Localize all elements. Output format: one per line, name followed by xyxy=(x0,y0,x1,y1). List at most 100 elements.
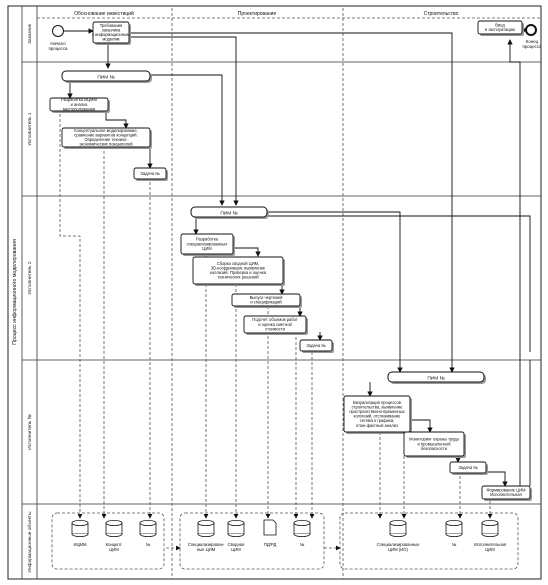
database-icon xyxy=(197,520,215,537)
database-icon xyxy=(293,520,311,537)
task-label-line: Сборка сводной ЦИМ, xyxy=(217,261,259,266)
task-label-line: Формирование ЦИМ xyxy=(486,488,526,493)
info-object-label: ИЦММ xyxy=(73,542,87,547)
plan-pim-3: ПИМ № xyxy=(387,371,486,384)
lane-label-performer-n: Исполнитель № xyxy=(27,414,33,450)
task-label-line: Ввод xyxy=(495,23,505,28)
phase-investment: Обоснование инвестиций xyxy=(74,10,134,17)
info-object-label: ные ЦИМ xyxy=(197,547,216,552)
task-label-line: Определение технико- xyxy=(84,137,128,142)
task-label-line: специализированных xyxy=(187,241,228,246)
phase-construction: Строительство xyxy=(424,11,459,17)
task-label-line: и оценка сметной xyxy=(258,322,292,327)
lane-label-customer: Заказчик xyxy=(27,23,33,44)
task-label-line: заказчика xyxy=(102,28,121,33)
task-task-n2: Задача № xyxy=(299,339,334,353)
task-box xyxy=(449,461,487,474)
database-icon xyxy=(71,520,89,537)
task-label-line: Выпуск чертежей xyxy=(250,295,283,300)
database-icon xyxy=(389,520,407,537)
task-box xyxy=(92,21,130,44)
task-box xyxy=(49,97,109,112)
info-object-label: Исполнительная xyxy=(474,542,506,547)
task-label-line: моделям xyxy=(103,37,120,42)
task-box xyxy=(403,431,465,457)
plan-pim-2: ПИМ № xyxy=(190,206,269,219)
info-object-label: ПД/РД xyxy=(264,542,277,547)
task-box xyxy=(61,127,151,148)
task-label-line: местоположения xyxy=(63,106,95,111)
info-object-n2: № xyxy=(293,520,311,547)
pool-title: Процесс информационного моделирования xyxy=(12,239,18,345)
info-object-label: Сводная xyxy=(228,542,245,547)
info-group-design xyxy=(179,512,325,570)
info-object-label: ЦИМ (ИО) xyxy=(388,547,408,552)
task-label-line: строительства, выявление xyxy=(352,404,403,409)
database-icon xyxy=(227,520,245,537)
task-label-line: сетевого графика; xyxy=(360,418,395,423)
task-label-line: пространственно-временных xyxy=(349,409,404,414)
info-object-pdrd: ПД/РД xyxy=(263,519,277,547)
task-box xyxy=(299,339,333,352)
task-label-line: коллизий. Проверка и оценка xyxy=(210,270,267,275)
info-object-label: Специализирован- xyxy=(188,542,225,547)
info-object-label: ЦИМ xyxy=(485,547,495,552)
task-label-line: Исполнительная xyxy=(490,492,522,497)
database-icon xyxy=(481,520,499,537)
task-label-line: Задача № xyxy=(140,171,160,176)
task-label-line: и промышленной xyxy=(418,441,451,446)
task-label-line: экономических показателей xyxy=(79,142,132,147)
task-box xyxy=(477,20,523,35)
info-object-spec1: Специализирован-ные ЦИМ xyxy=(188,520,225,552)
task-label-line: Разработка ИЦММ xyxy=(61,97,97,102)
task-task-n1: Задача № xyxy=(133,167,168,181)
task-label-line: план-фактный анализ xyxy=(356,423,398,428)
lane-label-info-objects: Информационные объекты xyxy=(27,511,33,572)
task-concept: Концептуальное моделирование,сравнение в… xyxy=(61,127,152,149)
task-box xyxy=(133,167,167,180)
task-label-line: ЦИМ xyxy=(202,246,212,251)
task-label-line: безопасности xyxy=(421,446,447,451)
task-box xyxy=(231,293,301,307)
info-object-label: ЦИМ xyxy=(109,547,119,552)
end-label-1: Конец xyxy=(526,39,539,44)
lane-label-performer-2: Исполнитель 2 xyxy=(27,261,33,294)
start-label-2: процесса xyxy=(48,46,68,51)
task-label-line: и спецификаций xyxy=(250,300,281,305)
task-label-line: Концептуальное моделирование, xyxy=(74,128,138,133)
task-label-line: стоимости xyxy=(265,326,285,331)
info-object-label: № xyxy=(146,542,151,547)
info-object-concept: Концепт.ЦИМ xyxy=(105,520,123,552)
plan-pim-1: ПИМ № xyxy=(61,70,152,83)
info-object-label: ЦИМ xyxy=(231,547,241,552)
end-event: Конец процесса xyxy=(522,24,542,49)
info-object-label: № xyxy=(300,542,305,547)
plan-pim-1-label: ПИМ № xyxy=(97,75,114,81)
pool-frame xyxy=(7,5,542,580)
phase-design: Проектирование xyxy=(238,11,277,17)
task-label-line: 3D-координация, выявление xyxy=(211,266,266,271)
task-label-line: сравнение вариантов концепций. xyxy=(74,133,137,138)
task-label-line: в эксплуатацию xyxy=(485,27,515,32)
task-label-line: к информационным xyxy=(92,32,130,37)
task-label-line: Разработка xyxy=(196,237,219,242)
end-label-2: процесса xyxy=(522,44,542,49)
task-label-line: Мониторинг охраны труда xyxy=(409,437,459,442)
task-box xyxy=(192,256,284,285)
task-box xyxy=(343,395,411,433)
task-label-line: Задача № xyxy=(458,465,478,470)
info-object-label: Специализированные xyxy=(377,542,421,547)
